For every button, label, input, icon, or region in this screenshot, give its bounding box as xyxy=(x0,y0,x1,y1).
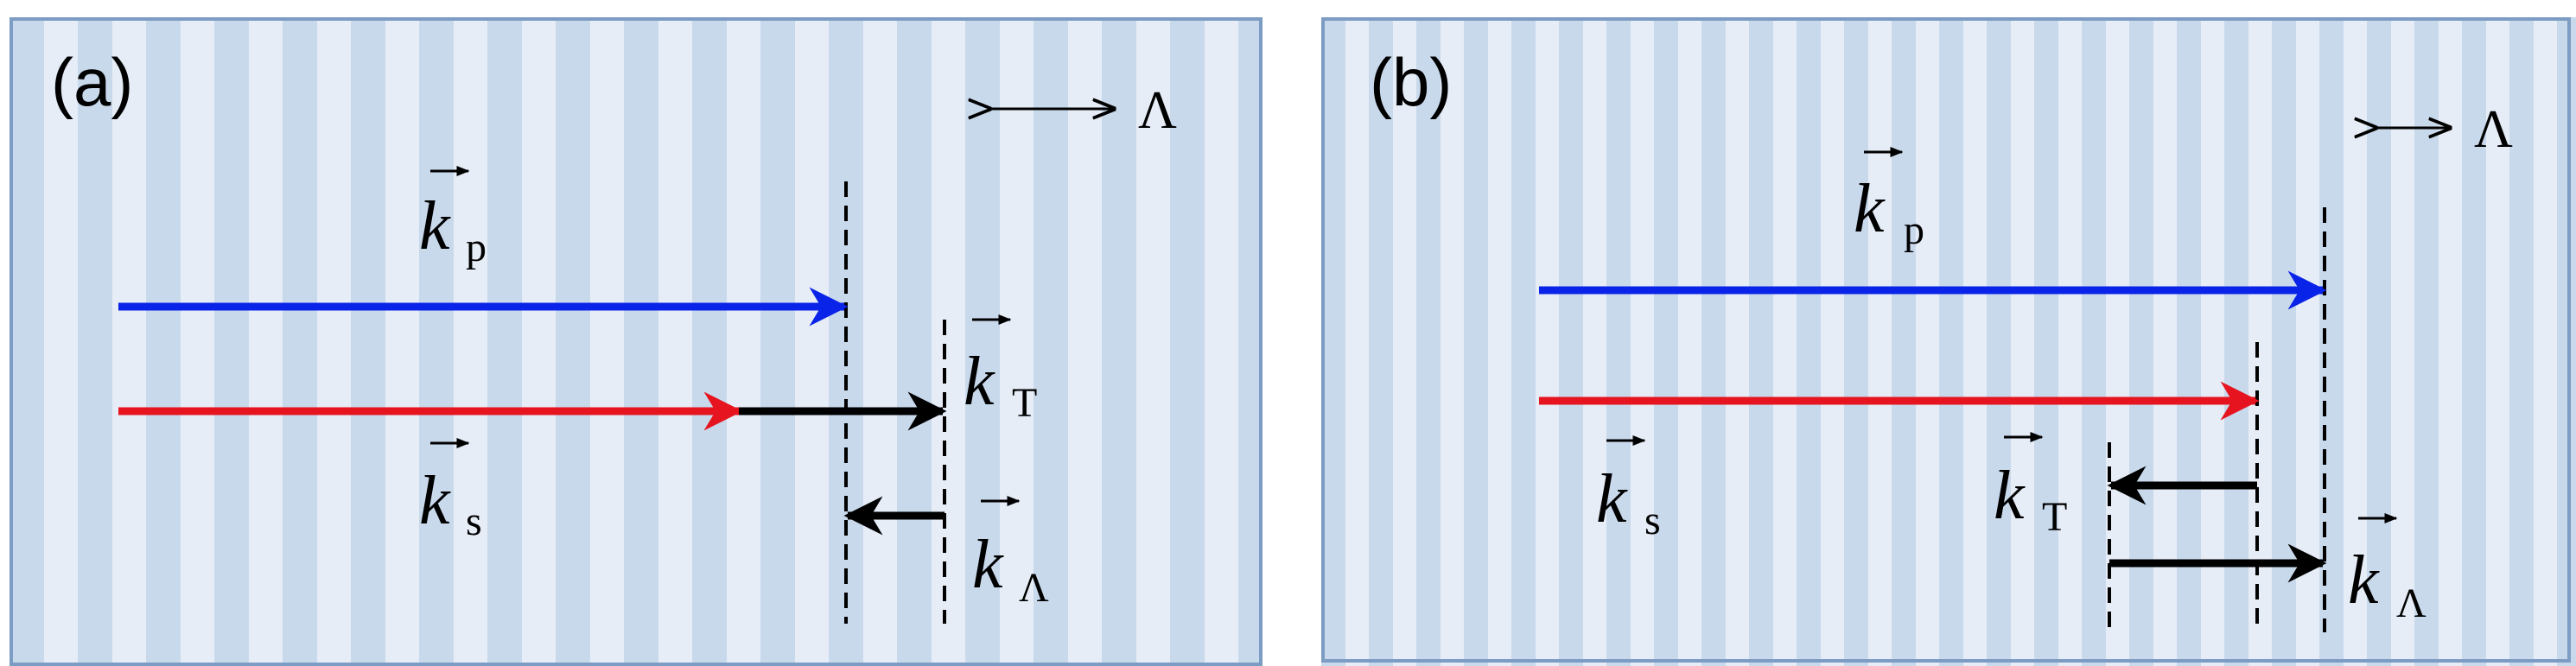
grating-stripe xyxy=(1797,17,1821,666)
grating-stripe xyxy=(2414,17,2439,666)
grating-stripe xyxy=(1654,17,1678,666)
ks-subscript: s xyxy=(1644,498,1661,543)
grating-stripe xyxy=(1238,17,1263,666)
grating-period-symbol: Λ xyxy=(2474,100,2513,159)
grating-stripe xyxy=(1749,17,1773,666)
k-letter: k xyxy=(972,527,1004,603)
panel-border-a xyxy=(10,17,1263,666)
panel-label-b: (b) xyxy=(1370,44,1452,120)
kLambda-subscript: Λ xyxy=(1019,565,1049,611)
panel-a: (a) Λ k p k s k T xyxy=(10,17,1263,666)
grating-stripe xyxy=(1844,17,1868,666)
grating-stripe xyxy=(146,17,181,666)
grating-period-indicator-a: Λ xyxy=(989,81,1177,140)
grating-period-indicator-b: Λ xyxy=(2376,100,2513,159)
grating-stripe xyxy=(1892,17,1916,666)
grating-stripe xyxy=(1464,17,1488,666)
k-letter: k xyxy=(419,463,451,539)
grating-stripe xyxy=(214,17,249,666)
grating-stripe xyxy=(2129,17,2153,666)
grating-stripe xyxy=(351,17,385,666)
grating-stripe xyxy=(1559,17,1583,666)
kp-subscript: p xyxy=(1904,207,1924,253)
grating-stripe xyxy=(419,17,454,666)
k-letter: k xyxy=(1596,461,1628,537)
grating-stripe xyxy=(2177,17,2201,666)
kLambda-label: k Λ xyxy=(2348,513,2427,626)
grating-stripe xyxy=(2272,17,2296,666)
panel-b: (b) Λ k p k s k T xyxy=(1321,17,2576,666)
grating-stripe xyxy=(760,17,795,666)
grating-stripe xyxy=(283,17,317,666)
grating-stripe xyxy=(1511,17,1536,666)
grating-stripe xyxy=(692,17,727,666)
kp-subscript: p xyxy=(466,225,487,270)
grating-stripe xyxy=(1102,17,1136,666)
grating-stripe xyxy=(897,17,932,666)
k-letter: k xyxy=(964,344,995,420)
grating-stripe xyxy=(1701,17,1726,666)
grating-stripe xyxy=(556,17,590,666)
panel-label-a: (a) xyxy=(51,44,133,120)
grating-stripe xyxy=(2224,17,2248,666)
grating-stripe xyxy=(965,17,1000,666)
ks-label: k s xyxy=(419,438,482,544)
kT-subscript: T xyxy=(1012,380,1037,426)
grating-stripe xyxy=(78,17,112,666)
grating-stripe xyxy=(2462,17,2486,666)
grating-stripe xyxy=(1939,17,1963,666)
k-letter: k xyxy=(419,188,451,264)
k-letter: k xyxy=(1854,171,1886,247)
ks-label: k s xyxy=(1596,435,1661,543)
kp-label: k p xyxy=(1854,147,1924,253)
grating-stripe xyxy=(2509,17,2534,666)
grating-stripe xyxy=(1321,17,1345,666)
kT-label: k T xyxy=(964,314,1037,426)
kT-label: k T xyxy=(1994,432,2067,540)
grating-stripe xyxy=(487,17,522,666)
grating-stripe xyxy=(1987,17,2011,666)
grating-stripe xyxy=(2082,17,2106,666)
grating-background-a xyxy=(10,17,1263,666)
ks-subscript: s xyxy=(466,498,482,544)
k-letter: k xyxy=(1994,458,2026,534)
grating-stripe xyxy=(2034,17,2058,666)
grating-stripe xyxy=(1606,17,1631,666)
grating-stripe xyxy=(624,17,658,666)
grating-stripe xyxy=(1416,17,1441,666)
grating-stripe xyxy=(1170,17,1205,666)
grating-background-b xyxy=(1321,17,2576,666)
panel-border-b xyxy=(1321,17,2571,663)
grating-stripe xyxy=(10,17,44,666)
k-letter: k xyxy=(2348,542,2380,618)
kT-subscript: T xyxy=(2042,494,2067,540)
grating-stripe xyxy=(1369,17,1393,666)
grating-stripe xyxy=(2557,17,2576,666)
grating-period-symbol: Λ xyxy=(1138,81,1177,140)
kLambda-label: k Λ xyxy=(972,496,1049,611)
kp-label: k p xyxy=(419,166,487,270)
grating-stripe xyxy=(1034,17,1068,666)
kLambda-subscript: Λ xyxy=(2396,580,2427,626)
